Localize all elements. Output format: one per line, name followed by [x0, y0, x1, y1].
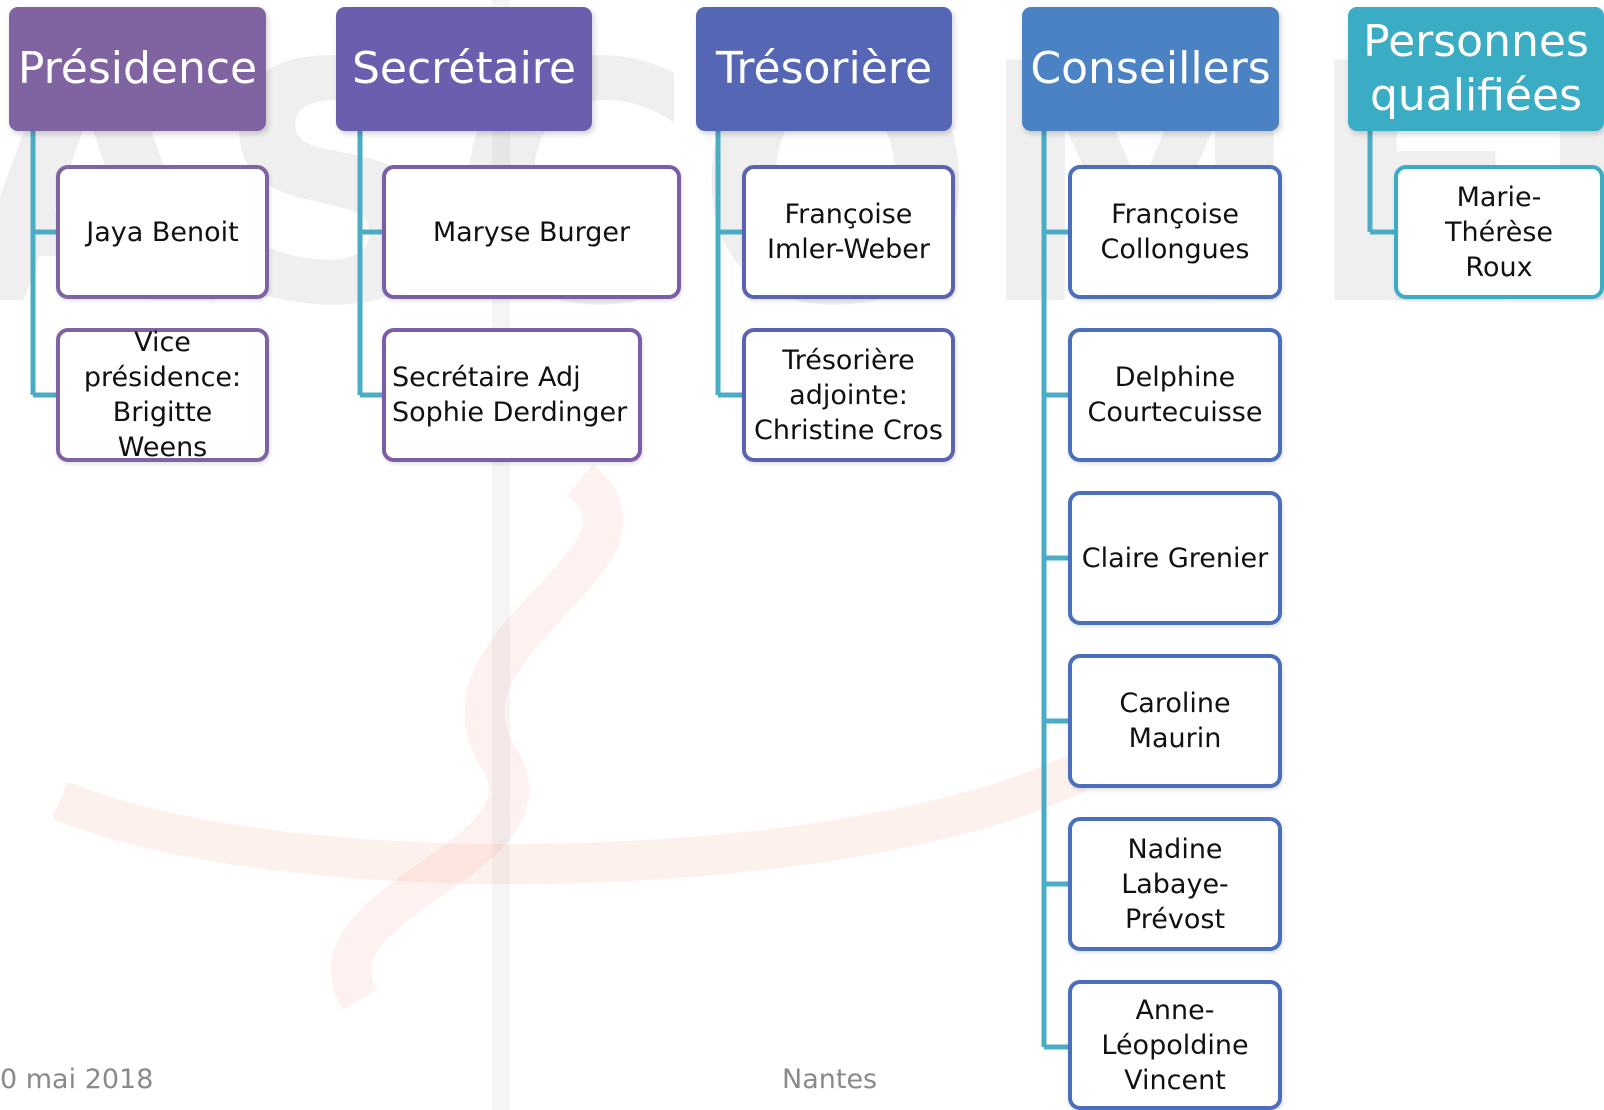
footer-date: 0 mai 2018: [0, 1064, 154, 1095]
node-tresoriere-adjointe: Trésorière adjointe: Christine Cros: [742, 328, 955, 462]
footer-place: Nantes: [782, 1064, 878, 1095]
node-anne-leopoldine-vincent: Anne- Léopoldine Vincent: [1068, 980, 1282, 1110]
node-marie-therese-roux: Marie-Thérèse Roux: [1394, 165, 1604, 299]
node-maryse-burger: Maryse Burger: [382, 165, 681, 299]
node-vice-presidence: Vice présidence: Brigitte Weens: [56, 327, 269, 463]
connector-secretaire: [357, 131, 384, 398]
connector-personnes: [1367, 131, 1396, 235]
connector-presidence: [30, 131, 58, 398]
header-tresoriere: Trésorière: [696, 7, 952, 131]
node-francoise-imler-weber: Françoise Imler-Weber: [742, 165, 955, 299]
node-jaya-benoit: Jaya Benoit: [56, 165, 269, 299]
connector-tresoriere: [715, 131, 744, 398]
header-presidence: Présidence: [9, 7, 266, 131]
node-caroline-maurin: Caroline Maurin: [1068, 654, 1282, 788]
node-nadine-labaye-prevost: Nadine Labaye- Prévost: [1068, 817, 1282, 951]
node-secretaire-adjointe: Secrétaire Adj Sophie Derdinger: [382, 328, 642, 462]
header-secretaire: Secrétaire: [336, 7, 592, 131]
node-delphine-courtecuisse: Delphine Courtecuisse: [1068, 328, 1282, 462]
node-claire-grenier: Claire Grenier: [1068, 491, 1282, 625]
node-francoise-collongues: Françoise Collongues: [1068, 165, 1282, 299]
connector-conseillers: [1041, 131, 1070, 1050]
header-personnes-qualifiees: Personnes qualifiées: [1348, 7, 1604, 131]
header-conseillers: Conseillers: [1022, 7, 1279, 131]
